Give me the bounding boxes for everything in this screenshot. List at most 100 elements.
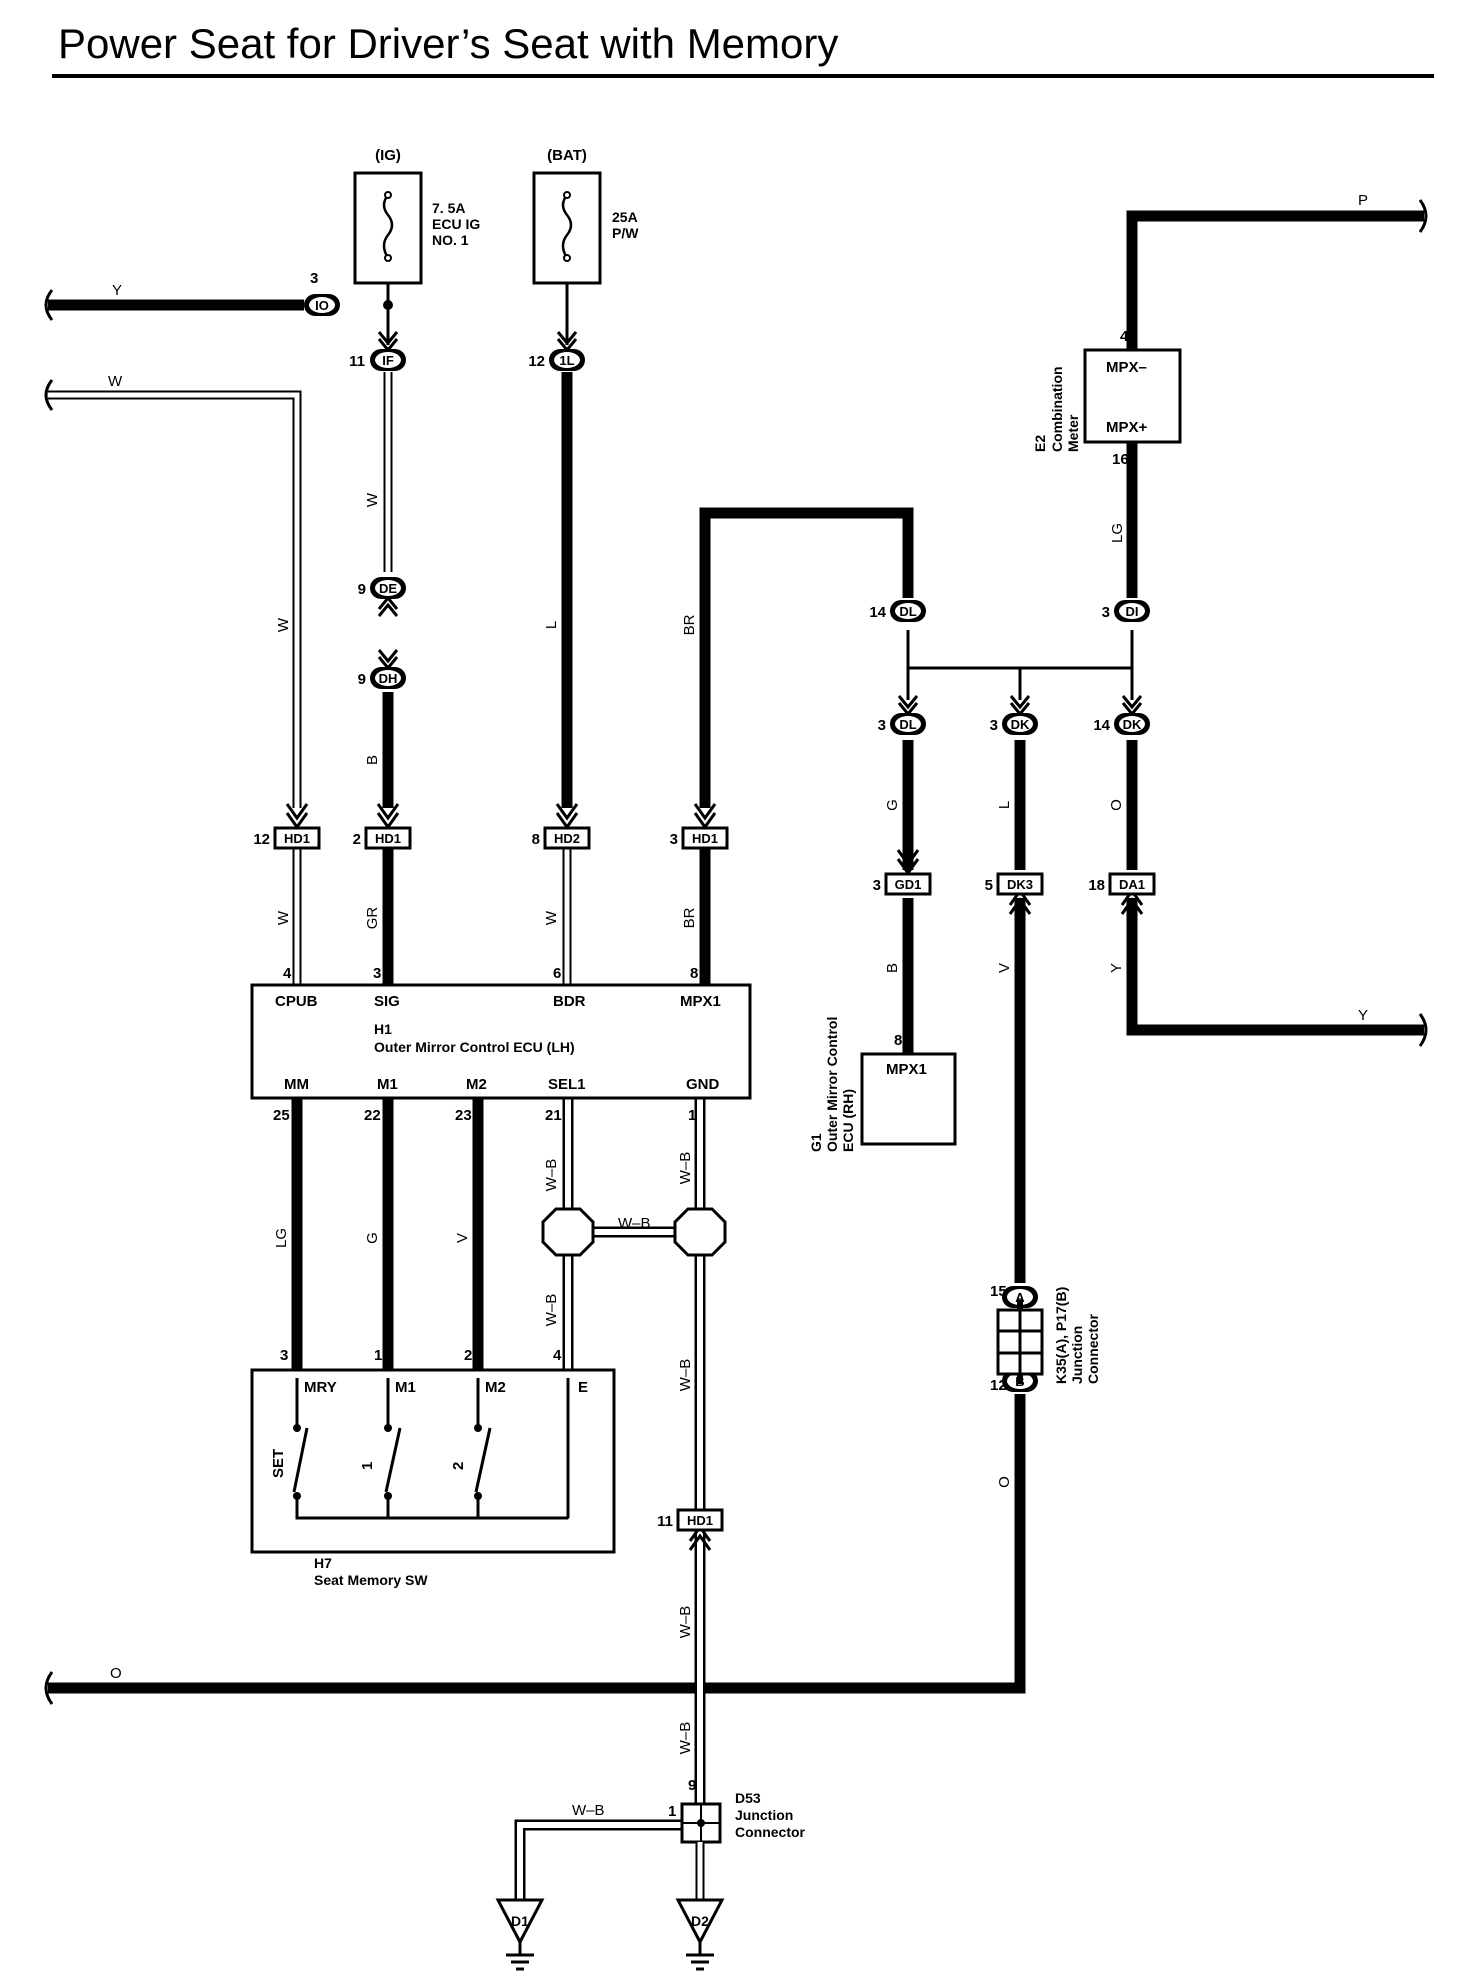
connector-de-label: DE xyxy=(379,581,397,596)
wire-label-p: P xyxy=(1358,192,1368,209)
ecu-pin-mm: MM xyxy=(284,1076,309,1093)
connector-io-label: IO xyxy=(315,298,329,313)
connector-di-label: DI xyxy=(1126,604,1139,619)
page-title: Power Seat for Driver’s Seat with Memory xyxy=(58,20,839,67)
connector-io: IO xyxy=(304,294,340,316)
wire-label-br-top: BR xyxy=(681,614,698,635)
outer-mirror-ecu-rh-box xyxy=(860,1052,957,1146)
wire-y-right xyxy=(1126,898,1428,1047)
connector-hd1-b-pin: 2 xyxy=(353,831,361,848)
pin-mpx1: 8 xyxy=(690,965,698,982)
fuse-pw-name: P/W xyxy=(612,225,639,241)
connector-dk-mid-label: DK xyxy=(1011,717,1030,732)
g1-name-1: Outer Mirror Control xyxy=(824,1017,840,1152)
pin-sw-m2: 2 xyxy=(464,1347,472,1364)
wire-label-y-left: Y xyxy=(112,282,122,299)
wire-label-gr: GR xyxy=(364,907,381,930)
bat-label: (BAT) xyxy=(547,147,587,164)
connector-dk3-label: DK3 xyxy=(1007,877,1033,892)
pin-d53-9: 9 xyxy=(688,1777,696,1794)
connector-hd1-w-pin: 12 xyxy=(253,831,270,848)
connector-dk3: DK3 5 xyxy=(985,872,1044,915)
connector-hd1-w-label: HD1 xyxy=(284,831,310,846)
ig-label: (IG) xyxy=(375,147,401,164)
wire-label-wb-gnd4: W–B xyxy=(677,1722,694,1755)
wire-label-o-bottom: O xyxy=(110,1665,122,1682)
ground-d2-label: D2 xyxy=(691,1913,709,1929)
fuse-ecu-ig-rating: 7. 5A xyxy=(432,200,465,216)
connector-dk3-pin: 5 xyxy=(985,877,993,894)
pin-jc-a: 15 xyxy=(990,1283,1007,1300)
wire-label-b: B xyxy=(364,755,381,765)
pin-meter-mpxm: 4 xyxy=(1120,328,1129,345)
d53-name-2: Connector xyxy=(735,1824,806,1840)
wire-o-bottom xyxy=(44,1394,1026,1705)
connector-hd1-br-label: HD1 xyxy=(692,831,718,846)
connector-dk-right-label: DK xyxy=(1123,717,1142,732)
wire-label-o-da1: O xyxy=(1108,799,1125,811)
connector-di: DI 3 xyxy=(1102,600,1150,622)
pin-g1-mpx1: 8 xyxy=(894,1032,902,1049)
wire-br xyxy=(699,507,914,808)
connector-hd2-pin: 8 xyxy=(532,831,540,848)
connector-dh-label: DH xyxy=(379,671,398,686)
wire-label-g: G xyxy=(884,799,901,811)
wire-label-w-if: W xyxy=(364,492,381,507)
wire-label-lg-mm: LG xyxy=(273,1228,290,1248)
wire-wb-d1 xyxy=(514,1819,700,1900)
sw-pin-e: E xyxy=(578,1379,588,1396)
ecu-pin-sig: SIG xyxy=(374,993,400,1010)
connector-hd1-w: HD1 12 xyxy=(253,803,321,850)
sw-label-1: 1 xyxy=(359,1462,376,1470)
ground-d1-label: D1 xyxy=(511,1913,529,1929)
wire-label-g-m1: G xyxy=(364,1232,381,1244)
ecu-pin-sel1: SEL1 xyxy=(548,1076,586,1093)
wire-label-wb-sel1-low: W–B xyxy=(543,1294,560,1327)
connector-de-pin: 9 xyxy=(358,581,366,598)
ecu-pin-m1: M1 xyxy=(377,1076,398,1093)
connector-hd1-br: HD1 3 xyxy=(670,803,729,850)
connector-da1-label: DA1 xyxy=(1119,877,1145,892)
wire-label-br-bot: BR xyxy=(681,907,698,928)
pin-m1: 22 xyxy=(364,1107,381,1124)
sw-label-set: SET xyxy=(270,1449,287,1478)
connector-hd1-br-pin: 3 xyxy=(670,831,678,848)
junction-connector-d53 xyxy=(680,1802,722,1900)
pin-m2: 23 xyxy=(455,1107,472,1124)
jc-code: K35(A), P17(B) xyxy=(1053,1287,1069,1384)
connector-dk-mid-pin: 3 xyxy=(990,717,998,734)
wire-label-y-right: Y xyxy=(1358,1007,1368,1024)
connector-il-label: 1L xyxy=(559,353,574,368)
splice-octagon-left xyxy=(541,1207,595,1257)
pin-sw-mry: 3 xyxy=(280,1347,288,1364)
connector-dl-bottom: DL3 xyxy=(878,695,926,735)
wire-p xyxy=(1126,199,1428,353)
wire-label-v-m2: V xyxy=(454,1233,471,1243)
pin-d53-1: 1 xyxy=(668,1803,676,1820)
ground-d1 xyxy=(495,1898,545,1971)
wire-label-w-cpub: W xyxy=(275,910,292,925)
fuse-pw xyxy=(532,171,602,345)
wire-label-wb-gnd2: W–B xyxy=(677,1359,694,1392)
combination-meter-box xyxy=(1083,348,1182,444)
connector-di-pin: 3 xyxy=(1102,604,1110,621)
sw-pin-m1: M1 xyxy=(395,1379,416,1396)
d53-name-1: Junction xyxy=(735,1807,793,1823)
fuse-ecu-ig-no: NO. 1 xyxy=(432,232,469,248)
meter-code: E2 xyxy=(1032,435,1048,452)
wire-y-left xyxy=(44,289,304,321)
connector-dk-mid: DK 3 xyxy=(990,695,1038,735)
ecu-pin-gnd: GND xyxy=(686,1076,720,1093)
g1-pin-mpx1: MPX1 xyxy=(886,1061,927,1078)
meter-name-1: Combination xyxy=(1049,366,1065,452)
wire-label-l: L xyxy=(543,621,560,629)
seat-memory-switch xyxy=(250,1368,616,1554)
connector-dh-pin: 9 xyxy=(358,671,366,688)
junction-pin-a-label: A xyxy=(1015,1290,1025,1305)
ecu-pin-m2: M2 xyxy=(466,1076,487,1093)
sw-code: H7 xyxy=(314,1555,332,1571)
